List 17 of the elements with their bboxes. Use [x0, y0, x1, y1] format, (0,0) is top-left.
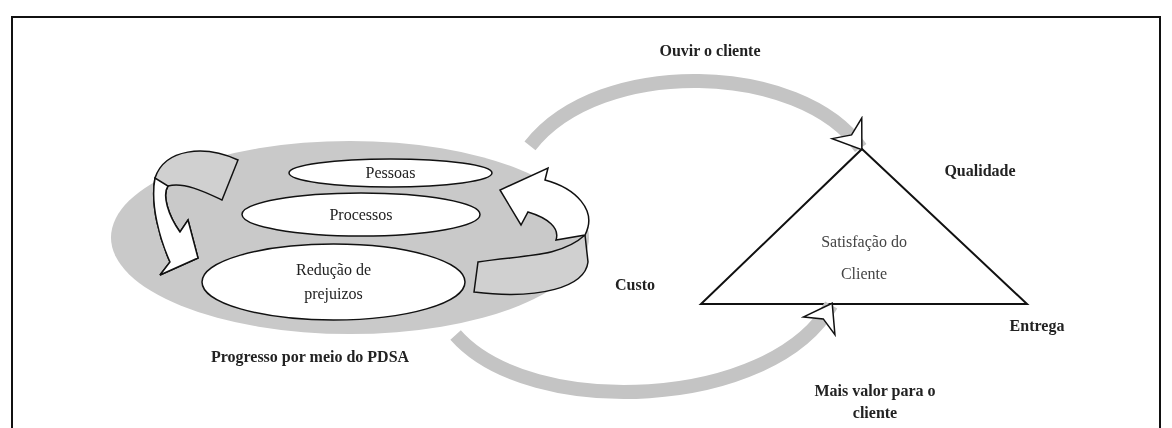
- node-label: Pessoas: [364, 163, 417, 183]
- edge-label: Ouvir o cliente: [658, 41, 762, 61]
- node-label: Processos: [328, 204, 394, 225]
- block-arrow: [525, 73, 866, 153]
- shaded-area: [110, 140, 590, 335]
- text-label: Entrega: [1008, 316, 1066, 337]
- ellipse-shape: [201, 243, 466, 321]
- text-label: Qualidade: [943, 161, 1017, 181]
- triangle-shape: [700, 148, 1028, 305]
- node-label: Redução de prejuizos: [294, 260, 373, 305]
- ellipse-shape: [241, 192, 481, 237]
- text-label: Progresso por meio do PDSA: [209, 347, 411, 368]
- node-label: Satisfação do Cliente: [820, 232, 908, 284]
- text-label: Custo: [614, 275, 656, 295]
- block-arrow: [451, 300, 837, 399]
- ellipse-shape: [288, 158, 493, 188]
- edge-label: Mais valor para o cliente: [813, 381, 937, 423]
